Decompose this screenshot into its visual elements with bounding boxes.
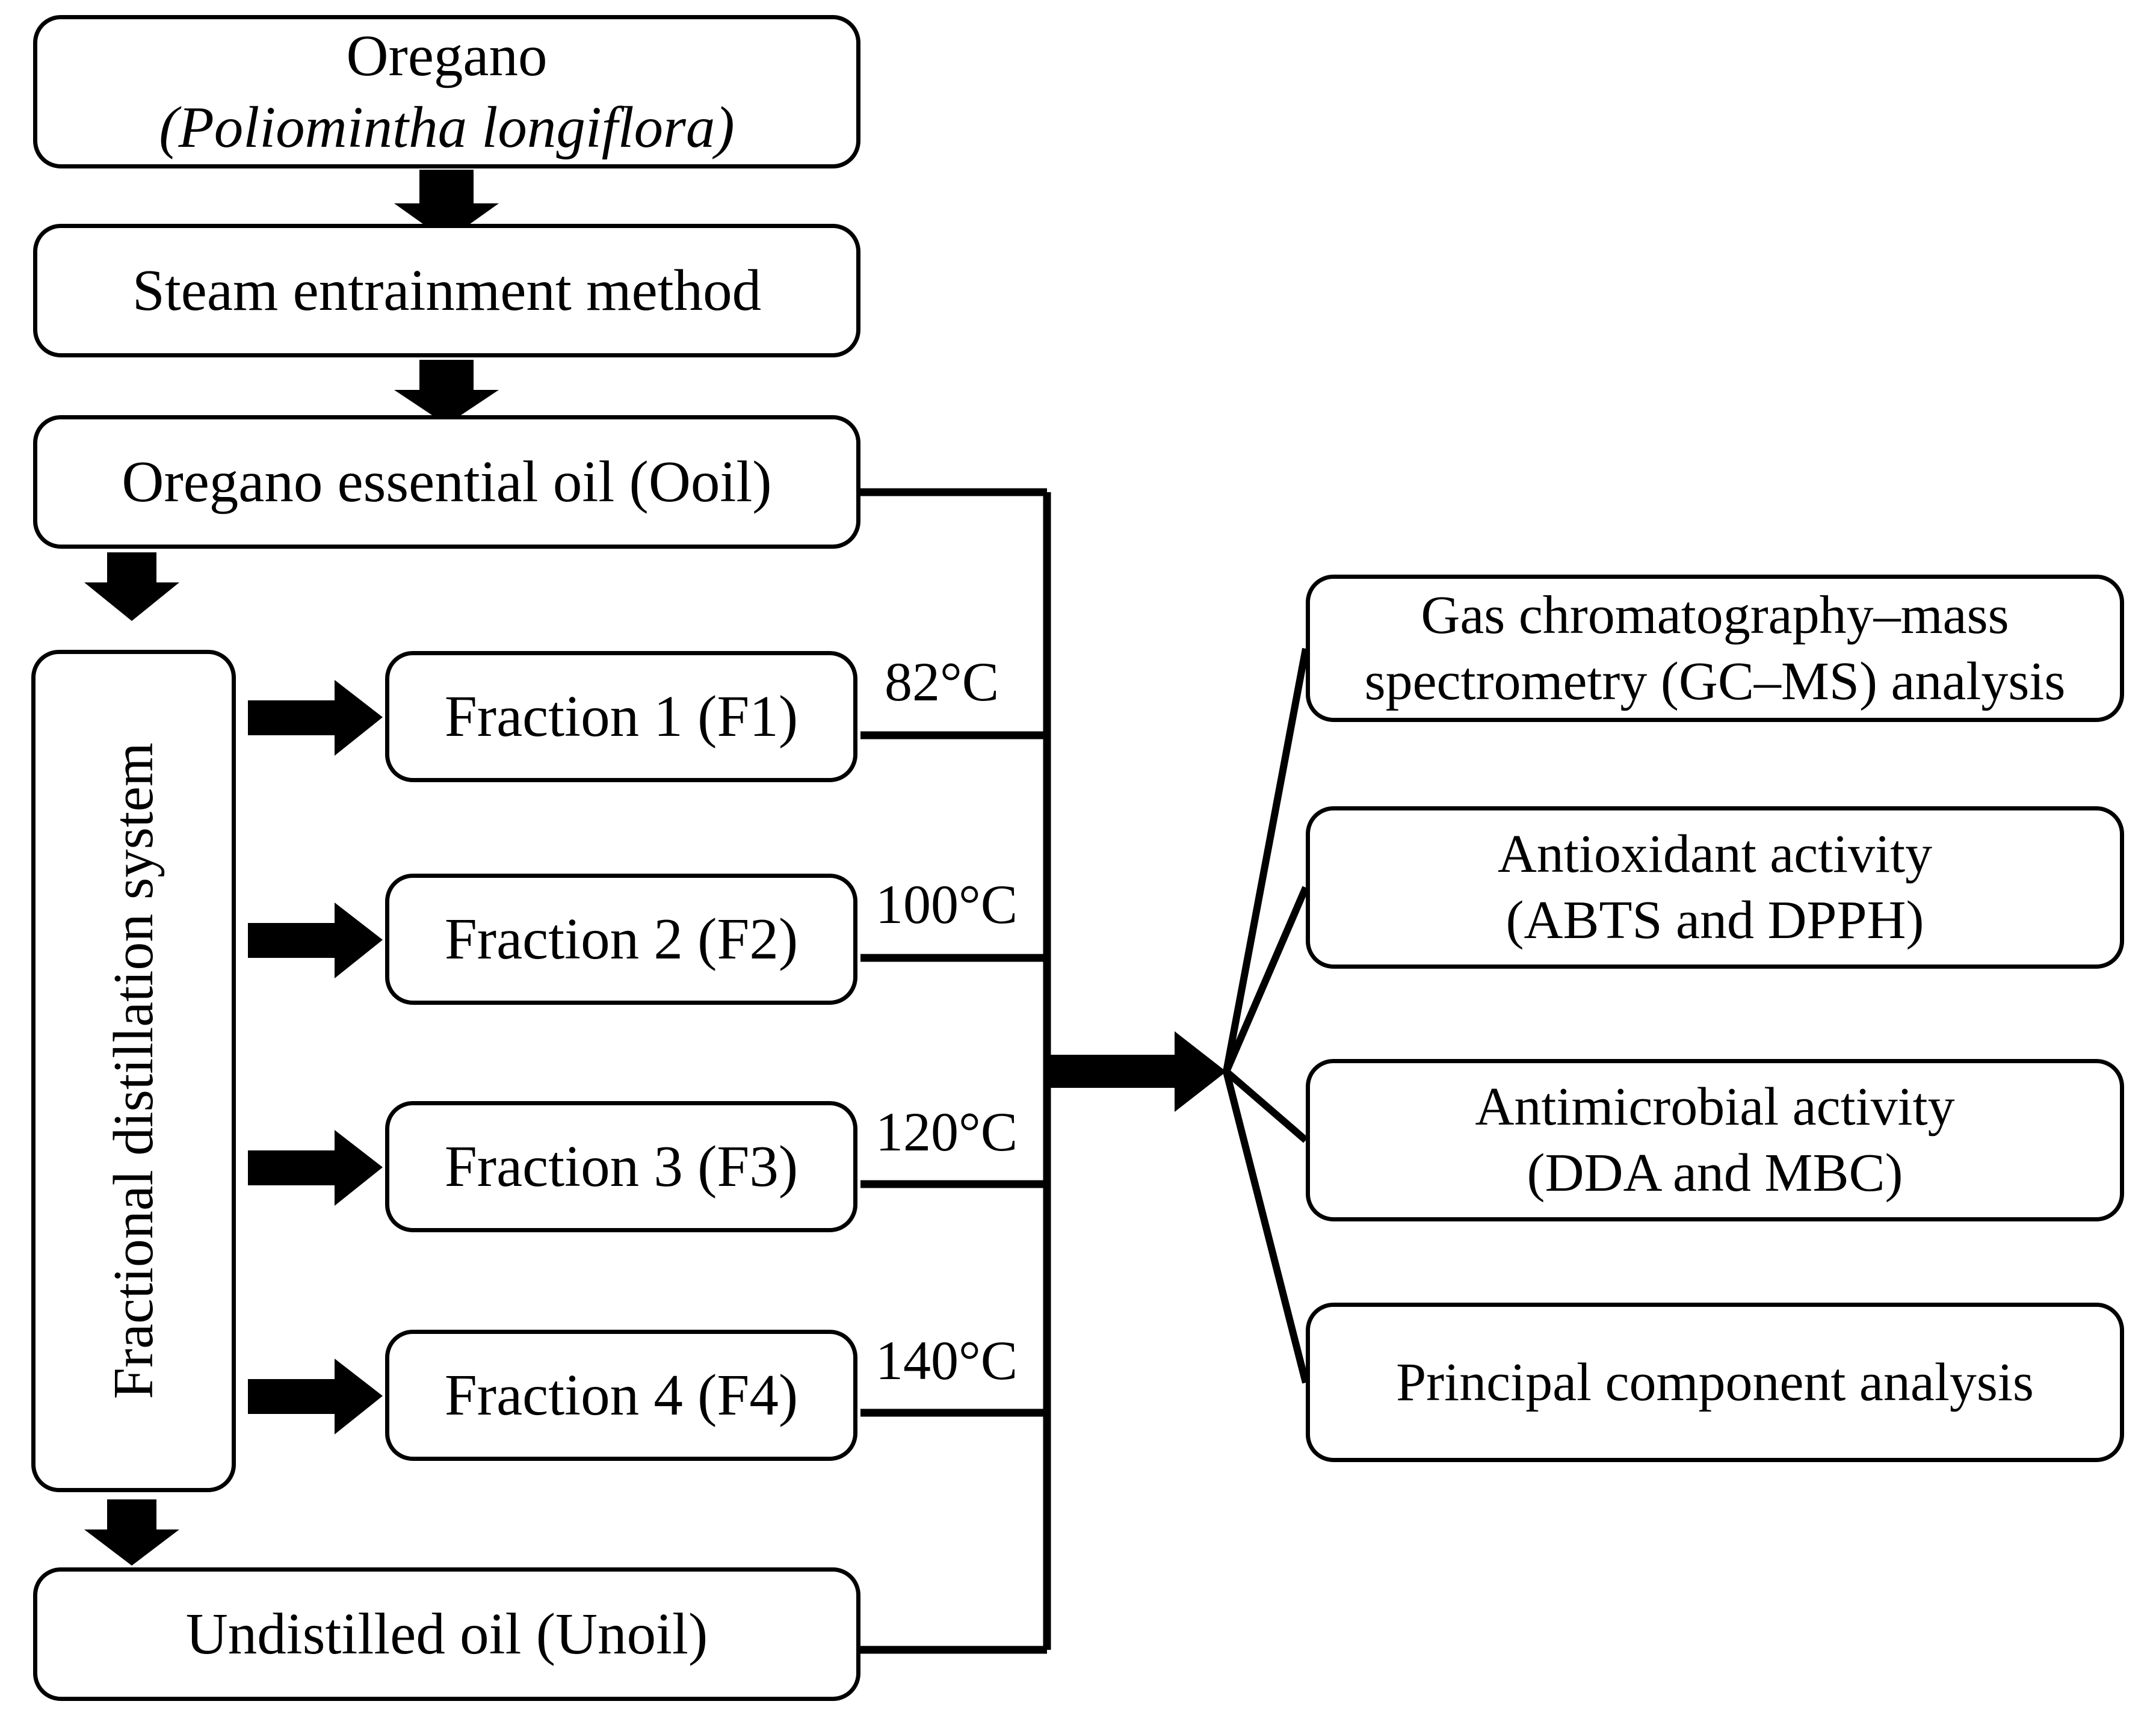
node-fraction-3-label: Fraction 3 (F3) <box>444 1134 798 1199</box>
node-undistilled-oil: Undistilled oil (Unoil) <box>33 1567 860 1701</box>
node-oregano-essential-oil: Oregano essential oil (Ooil) <box>33 415 860 549</box>
node-analysis-gc-ms: Gas chromatography–mass spectrometry (GC… <box>1306 575 2124 722</box>
arrow-column-to-fraction-1 <box>248 680 383 756</box>
arrow-column-to-fraction-3 <box>248 1130 383 1206</box>
temperature-label-fraction-1: 82°C <box>885 651 999 712</box>
node-analysis-antioxidant-label: Antioxidant activity (ABTS and DPPH) <box>1497 824 1933 950</box>
node-steam-entrainment-label: Steam entrainment method <box>132 258 762 323</box>
node-analysis-pca: Principal component analysis <box>1306 1303 2124 1462</box>
node-fraction-1-label: Fraction 1 (F1) <box>444 684 798 748</box>
fan-hub-links <box>1223 647 1309 1384</box>
node-fraction-3: Fraction 3 (F3) <box>385 1101 857 1232</box>
node-steam-entrainment: Steam entrainment method <box>33 224 860 357</box>
node-fraction-1: Fraction 1 (F1) <box>385 651 857 782</box>
temperature-label-fraction-2: 100°C <box>876 874 1018 935</box>
node-analysis-antioxidant: Antioxidant activity (ABTS and DPPH) <box>1306 806 2124 969</box>
temperature-label-fraction-3: 120°C <box>876 1101 1018 1162</box>
node-analysis-gc-ms-label: Gas chromatography–mass spectrometry (GC… <box>1364 585 2066 711</box>
temperature-label-fraction-4: 140°C <box>876 1330 1018 1391</box>
node-analysis-pca-label: Principal component analysis <box>1396 1352 2034 1412</box>
arrow-column-to-fraction-4 <box>248 1359 383 1434</box>
node-fraction-4: Fraction 4 (F4) <box>385 1330 857 1461</box>
node-fraction-2-label: Fraction 2 (F2) <box>444 906 798 971</box>
arrow-column-to-fraction-2 <box>248 903 383 978</box>
node-fractional-distillation-system: Fractional distillation system <box>31 650 236 1492</box>
node-oregano-essential-oil-label: Oregano essential oil (Ooil) <box>122 449 772 514</box>
arrow-column-to-unoil <box>84 1499 179 1566</box>
arrow-bus-to-analyses <box>1047 1031 1226 1112</box>
node-source-plant-label: Oregano(Poliomintha longiflora) <box>159 23 735 159</box>
node-analysis-antimicrobial-label: Antimicrobial activity (DDA and MBC) <box>1475 1077 1955 1203</box>
node-fraction-4-label: Fraction 4 (F4) <box>444 1362 798 1427</box>
node-undistilled-oil-label: Undistilled oil (Unoil) <box>185 1601 708 1666</box>
node-fraction-2: Fraction 2 (F2) <box>385 874 857 1005</box>
node-fractional-distillation-system-label: Fractional distillation system <box>102 742 165 1400</box>
node-source-plant: Oregano(Poliomintha longiflora) <box>33 15 860 168</box>
arrow-ooil-to-column <box>84 552 179 621</box>
node-analysis-antimicrobial: Antimicrobial activity (DDA and MBC) <box>1306 1059 2124 1221</box>
